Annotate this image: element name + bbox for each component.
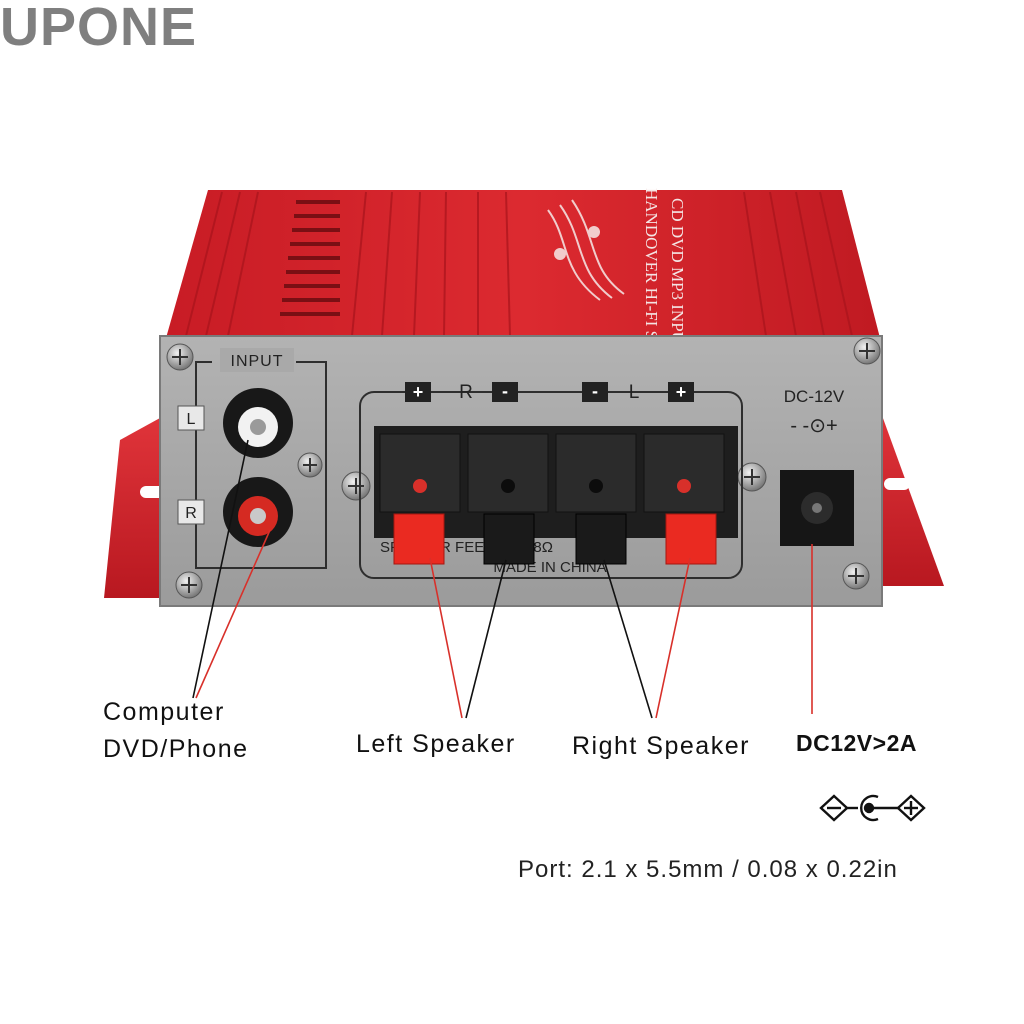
input-section: INPUT L R xyxy=(177,348,327,569)
terminal-label-l: L xyxy=(629,382,640,403)
right-speaker-label: Right Speaker xyxy=(572,732,750,760)
screw-icon xyxy=(341,471,371,501)
pointer-lines xyxy=(192,439,813,719)
dc-power-jack[interactable] xyxy=(780,470,854,546)
channel-right-label: R xyxy=(185,505,197,522)
power-symbol: - -⊙+ xyxy=(790,415,837,437)
screw-icon xyxy=(297,452,323,478)
right-speaker-minus-clip[interactable] xyxy=(575,513,627,565)
screw-icon xyxy=(175,571,203,599)
terminal-minus-l: - xyxy=(592,381,598,401)
terminal-plus-r: + xyxy=(413,382,424,402)
screw-icon xyxy=(166,343,194,371)
screw-icon xyxy=(853,337,881,365)
power-spec-label: DC12V>2A xyxy=(796,730,917,756)
rca-jack-left[interactable] xyxy=(223,388,293,458)
power-label: DC-12V xyxy=(784,387,845,406)
source-label-line1: Computer xyxy=(103,698,225,726)
screw-icon xyxy=(737,462,767,492)
left-speaker-minus-clip[interactable] xyxy=(483,513,535,565)
port-spec-label: Port: 2.1 x 5.5mm / 0.08 x 0.22in xyxy=(518,856,898,883)
terminal-label-r: R xyxy=(459,382,473,403)
rca-jack-right[interactable] xyxy=(223,477,293,547)
dc-polarity-center-positive-icon xyxy=(819,794,926,822)
channel-left-label: L xyxy=(187,411,196,428)
terminal-plus-l: + xyxy=(676,382,687,402)
input-label: INPUT xyxy=(231,353,284,370)
terminal-minus-r: - xyxy=(502,381,508,401)
right-speaker-plus-clip[interactable] xyxy=(665,513,717,565)
source-label-line2: DVD/Phone xyxy=(103,735,249,763)
top-text-line1: CD DVD MP3 INPUT xyxy=(668,198,687,355)
brand-logo: UPONE xyxy=(0,0,198,57)
screw-icon xyxy=(842,562,870,590)
left-speaker-label: Left Speaker xyxy=(356,730,516,758)
left-speaker-plus-clip[interactable] xyxy=(393,513,445,565)
